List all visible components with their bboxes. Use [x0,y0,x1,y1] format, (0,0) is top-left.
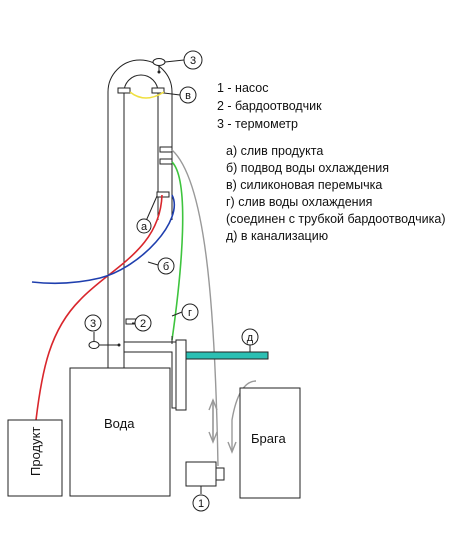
callout-product-outlet: а [136,195,158,234]
product-line-red [35,194,163,421]
water-tank [69,367,171,497]
pump [185,461,225,494]
callout-water-inlet: б [147,257,175,275]
arrow-head-mash [227,441,237,454]
barda-trap [124,336,187,411]
legend-item: в) силиконовая перемычка [226,178,382,192]
svg-text:г: г [188,307,192,319]
legend-item: 1 - насос [217,81,269,95]
legend-item: г) слив воды охлаждения [226,195,372,209]
svg-text:2: 2 [140,318,146,330]
callout-sewer: д [241,328,259,352]
water-drain-line-green [171,161,184,341]
return-line-grey [171,149,219,467]
callout-pump: 1 [192,494,210,512]
mash-tank [239,387,301,499]
callout-thermometer-side: 3 [84,314,102,341]
column-fittings [117,87,173,325]
column [107,59,173,368]
callout-water-drain: г [171,303,199,321]
silicone-bridge-line [129,91,165,99]
sewer-pipe [185,351,269,360]
svg-text:3: 3 [90,318,96,330]
callout-thermometer-top: 3 [164,50,203,70]
product-vessel [7,419,63,497]
callout-barda-trap: 2 [132,314,152,332]
legend-item: д) в канализацию [226,229,328,243]
product-vessel-label: Продукт [28,427,43,476]
mash-tank-label: Брага [251,431,286,446]
legend-item: 2 - бардоотводчик [217,99,322,113]
arrow-head-down [208,431,218,444]
legend-item: а) слив продукта [226,144,323,158]
svg-text:3: 3 [190,55,196,67]
legend-numbers: 1 - насос 2 - бардоотводчик 3 - термомет… [217,81,322,131]
svg-text:д: д [247,332,254,344]
callout-silicone-bridge: в [163,86,197,104]
legend-item: 3 - термометр [217,117,298,131]
legend-letters: а) слив продукта б) подвод воды охлажден… [226,144,445,243]
svg-text:а: а [141,221,148,233]
thermometer-top-icon [152,58,166,74]
svg-text:1: 1 [198,498,204,510]
thermometer-side-icon [88,341,121,349]
water-inlet-line-blue [31,194,175,284]
legend-item: б) подвод воды охлаждения [226,161,389,175]
svg-text:б: б [163,261,169,273]
water-tank-label: Вода [104,416,135,431]
arrow-head-up [208,398,218,411]
svg-text:в: в [185,90,191,102]
legend-item: (соединен с трубкой бардоотводчика) [226,212,445,226]
